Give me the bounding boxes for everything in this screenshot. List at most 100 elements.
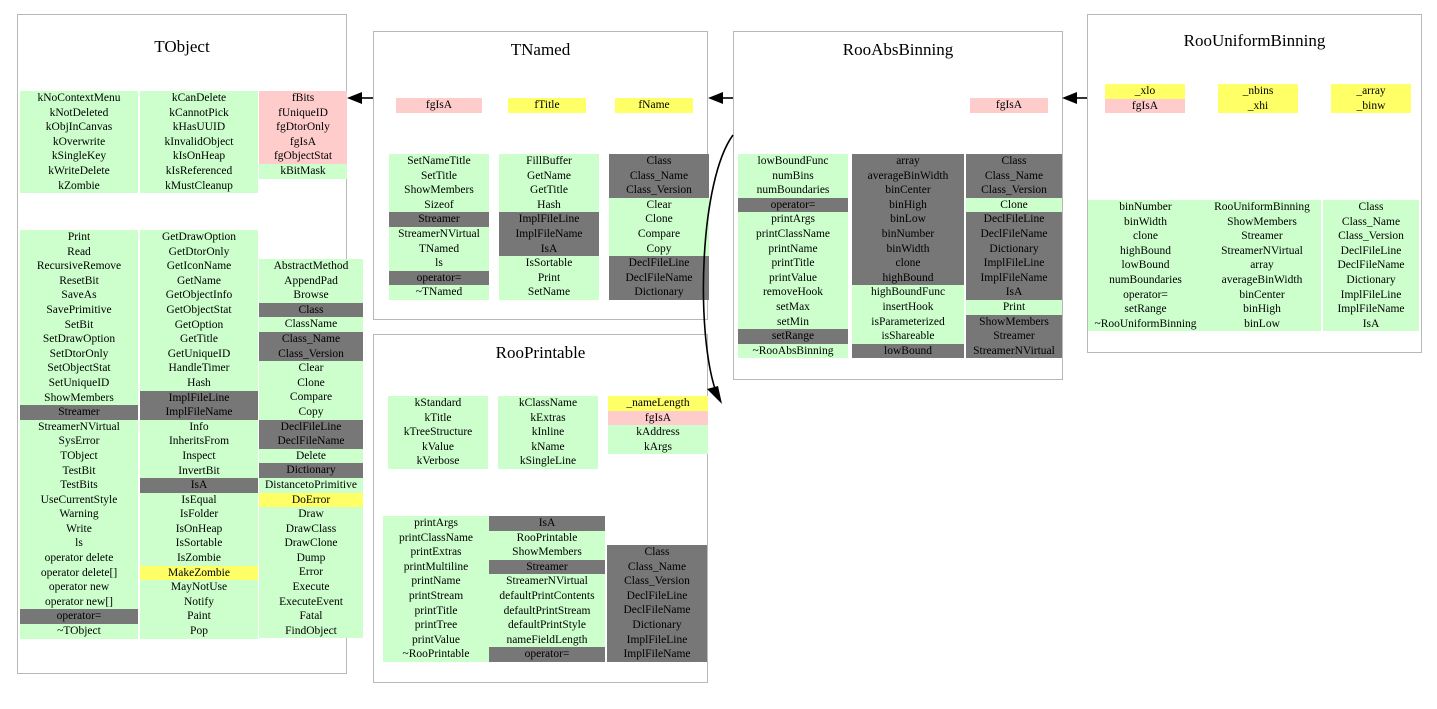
member-item[interactable]: ~RooUniformBinning <box>1088 316 1203 332</box>
member-item[interactable]: ~TNamed <box>389 285 489 300</box>
member-item[interactable]: ~RooPrintable <box>383 647 489 662</box>
member-item[interactable]: GetObjectStat <box>140 302 258 318</box>
member-item[interactable]: kClassName <box>498 396 598 411</box>
member-item[interactable]: numBoundaries <box>738 183 848 198</box>
member-item[interactable]: DeclFileLine <box>607 588 707 604</box>
member-item[interactable]: MayNotUse <box>140 580 258 595</box>
member-item[interactable]: kCannotPick <box>140 105 258 121</box>
member-item[interactable]: ImplFileName <box>607 647 707 662</box>
member-item[interactable]: _xlo <box>1105 84 1185 99</box>
member-item[interactable]: kMustCleanup <box>140 178 258 194</box>
member-item[interactable]: Clear <box>259 361 363 376</box>
member-item[interactable]: _array <box>1331 84 1411 99</box>
member-item[interactable]: Streamer <box>489 559 605 575</box>
member-item[interactable]: Class <box>1323 200 1419 215</box>
member-item[interactable]: operator= <box>20 609 138 625</box>
member-item[interactable]: HandleTimer <box>140 361 258 376</box>
member-item[interactable]: clone <box>852 256 964 271</box>
member-item[interactable]: Class_Version <box>607 574 707 589</box>
member-item[interactable]: DrawClass <box>259 521 363 537</box>
member-item[interactable]: Hash <box>499 197 599 213</box>
member-item[interactable]: kIsReferenced <box>140 163 258 179</box>
member-item[interactable]: defaultPrintContents <box>489 588 605 604</box>
member-item[interactable]: printTitle <box>738 256 848 271</box>
member-item[interactable]: printMultiline <box>383 559 489 575</box>
member-item[interactable]: binHigh <box>1203 302 1321 317</box>
member-item[interactable]: ImplFileName <box>499 226 599 242</box>
member-item[interactable]: binWidth <box>852 241 964 257</box>
member-item[interactable]: SavePrimitive <box>20 302 138 318</box>
member-item[interactable]: Draw <box>259 507 363 522</box>
member-item[interactable]: IsA <box>140 478 258 493</box>
member-item[interactable]: DistancetoPrimitive <box>259 477 363 493</box>
member-item[interactable]: DeclFileName <box>607 603 707 618</box>
member-item[interactable]: Streamer <box>389 212 489 227</box>
member-item[interactable]: lowBound <box>852 343 964 359</box>
member-item[interactable]: averageBinWidth <box>1203 272 1321 288</box>
member-item[interactable]: kExtras <box>498 410 598 426</box>
member-item[interactable]: Print <box>966 299 1062 315</box>
member-item[interactable]: kTreeStructure <box>388 425 488 440</box>
member-item[interactable]: Write <box>20 521 138 537</box>
member-item[interactable]: IsA <box>1323 316 1419 332</box>
member-item[interactable]: GetUniqueID <box>140 346 258 362</box>
member-item[interactable]: kValue <box>388 439 488 455</box>
member-item[interactable]: ImplFileLine <box>607 632 707 648</box>
member-item[interactable]: binLow <box>1203 316 1321 332</box>
member-item[interactable]: Pop <box>140 624 258 639</box>
member-item[interactable]: fgDtorOnly <box>259 120 347 135</box>
member-item[interactable]: kName <box>498 439 598 455</box>
member-item[interactable]: Delete <box>259 448 363 464</box>
member-item[interactable]: IsZombie <box>140 551 258 566</box>
member-item[interactable]: ShowMembers <box>389 183 489 198</box>
member-item[interactable]: operator new <box>20 580 138 595</box>
member-item[interactable]: kNotDeleted <box>20 105 138 121</box>
member-item[interactable]: operator new[] <box>20 594 138 610</box>
member-item[interactable]: StreamerNVirtual <box>489 574 605 589</box>
member-item[interactable]: printName <box>738 241 848 257</box>
member-item[interactable]: TObject <box>20 448 138 464</box>
member-item[interactable]: Clear <box>609 197 709 213</box>
member-item[interactable]: numBins <box>738 168 848 184</box>
member-item[interactable]: Class_Name <box>607 559 707 575</box>
member-item[interactable]: SetTitle <box>389 168 489 184</box>
member-item[interactable]: lowBoundFunc <box>738 154 848 169</box>
member-item[interactable]: Copy <box>259 404 363 420</box>
member-item[interactable]: defaultPrintStream <box>489 603 605 619</box>
member-item[interactable]: kSingleKey <box>20 149 138 164</box>
member-item[interactable]: DeclFileName <box>609 270 709 286</box>
member-item[interactable]: IsEqual <box>140 492 258 508</box>
member-item[interactable]: highBoundFunc <box>852 285 964 300</box>
member-item[interactable]: _xhi <box>1218 98 1298 114</box>
member-item[interactable]: DeclFileName <box>1323 258 1419 273</box>
member-item[interactable]: Print <box>499 270 599 286</box>
member-item[interactable]: Class_Name <box>259 331 363 347</box>
member-item[interactable]: binNumber <box>1088 200 1203 215</box>
member-item[interactable]: ShowMembers <box>966 314 1062 330</box>
member-item[interactable]: kVerbose <box>388 454 488 469</box>
member-item[interactable]: Dictionary <box>609 285 709 300</box>
member-item[interactable]: kInline <box>498 425 598 440</box>
member-item[interactable]: kAddress <box>608 425 708 440</box>
member-item[interactable]: kCanDelete <box>140 91 258 106</box>
member-item[interactable]: isParameterized <box>852 314 964 330</box>
member-item[interactable]: binCenter <box>852 183 964 198</box>
member-item[interactable]: binCenter <box>1203 287 1321 303</box>
member-item[interactable]: IsOnHeap <box>140 521 258 537</box>
member-item[interactable]: Sizeof <box>389 197 489 213</box>
member-item[interactable]: SetDrawOption <box>20 332 138 347</box>
member-item[interactable]: kSingleLine <box>498 454 598 469</box>
member-item[interactable]: Streamer <box>20 405 138 420</box>
member-item[interactable]: StreamerNVirtual <box>20 419 138 435</box>
member-item[interactable]: TestBit <box>20 463 138 479</box>
member-item[interactable]: operator= <box>489 647 605 662</box>
member-item[interactable]: highBound <box>852 270 964 286</box>
member-item[interactable]: DeclFileLine <box>609 256 709 271</box>
member-item[interactable]: RooPrintable <box>489 530 605 546</box>
member-item[interactable]: GetTitle <box>140 332 258 347</box>
member-item[interactable]: Compare <box>609 226 709 242</box>
member-item[interactable]: ls <box>20 536 138 552</box>
member-item[interactable]: array <box>1203 258 1321 273</box>
member-item[interactable]: Error <box>259 565 363 581</box>
